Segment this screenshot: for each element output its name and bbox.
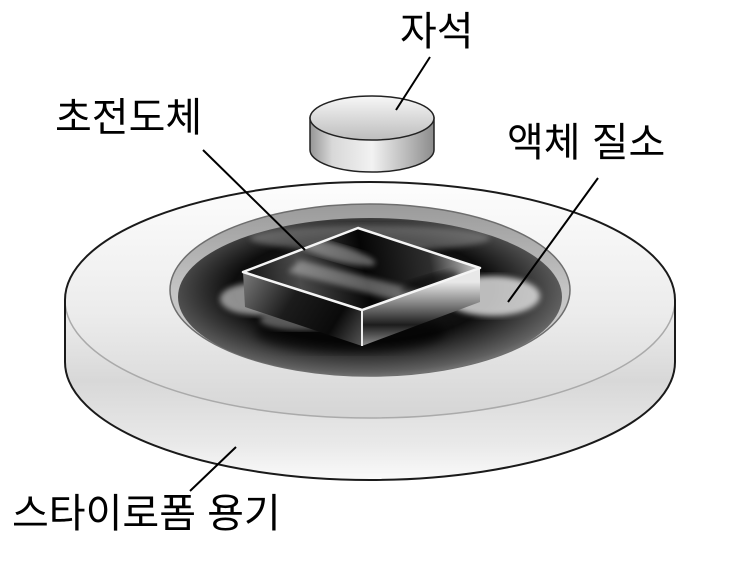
cube-right-face [362,268,480,346]
magnet-label: 자석 [400,10,474,54]
superconductor-cube [241,226,482,346]
container-wall [65,300,675,480]
leader-lines [189,56,599,492]
magnet-illustration [309,95,435,173]
container-outline [64,181,676,481]
container-front-rim-line [64,299,676,419]
cube-left-face [243,272,362,346]
superconductor-leader-line [202,149,306,251]
superconductor-label: 초전도체 [55,96,203,140]
liquid-nitrogen-label: 액체 질소 [507,121,666,165]
magnet-leader-line [395,56,431,111]
cube-top-face [243,228,480,310]
container-leader-line [189,446,237,492]
magnet-top [309,95,435,141]
liquid-nitrogen-leader-line [507,177,599,303]
container-label: 스타이로폼 용기 [12,492,281,536]
